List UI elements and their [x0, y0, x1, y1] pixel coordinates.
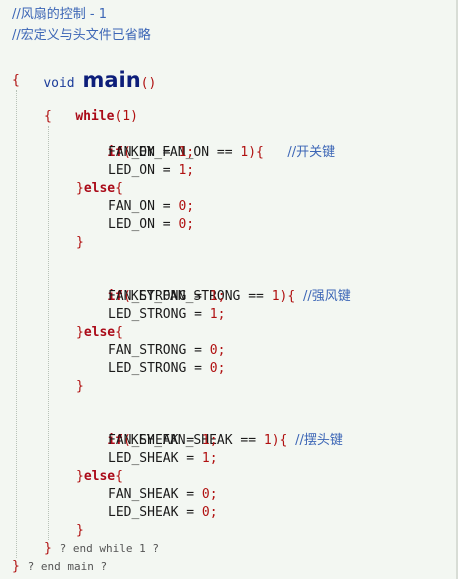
main-open-brace: {: [12, 73, 20, 88]
if-condition: KEY_FAN_ON ==: [130, 145, 241, 160]
void-keyword: void: [43, 76, 75, 91]
while-statement: while(1): [44, 90, 138, 124]
inline-comment: //开关键: [287, 145, 336, 160]
comment-line: //风扇的控制 - 1: [12, 7, 107, 22]
assignment-line: FAN_STRONG = 0;: [108, 343, 226, 358]
main-parens: (): [140, 76, 157, 91]
while-condition: 1: [122, 109, 131, 124]
if-statement: if(KEY_FAN_STRONG == 1){ //强风键: [107, 289, 351, 304]
assignment-line: LED_SHEAK = 0;: [108, 505, 218, 520]
if-close-paren: ): [248, 145, 257, 160]
if-keyword: if: [107, 433, 123, 448]
main-function-name: main: [82, 68, 141, 92]
inline-comment: //强风键: [303, 289, 351, 304]
else-keyword: else: [83, 325, 116, 340]
while-keyword: while: [75, 109, 115, 124]
else-line: }else{: [76, 325, 123, 340]
if-statement: if(KEY_FAN_SHEAK == 1){ //摆头键: [107, 433, 343, 448]
assignment-line: LED_ON = 1;: [108, 163, 195, 178]
end-main-comment: ? end main ?: [27, 560, 108, 573]
assignment-line: FAN_STRONG = 1;: [108, 289, 226, 304]
main-close-line: } ? end main ?: [12, 559, 108, 574]
else-keyword: else: [83, 469, 116, 484]
if-keyword: if: [107, 145, 123, 160]
indent-guide: [16, 90, 17, 558]
if-keyword: if: [107, 289, 123, 304]
assignment-line: FAN_ON = 1;: [108, 145, 195, 160]
inline-comment: //摆头键: [295, 433, 343, 448]
assignment-line: LED_STRONG = 1;: [108, 307, 226, 322]
while-close-line: } ? end while 1 ?: [44, 541, 159, 556]
block-close-brace: }: [76, 379, 84, 394]
assignment-line: FAN_ON = 0;: [108, 199, 195, 214]
if-statement: if(KEY_FAN_ON == 1){ //开关键: [76, 126, 335, 160]
assignment-line: FAN_SHEAK = 1;: [108, 433, 218, 448]
while-close-paren: ): [130, 109, 138, 124]
while-open-brace: {: [44, 109, 52, 124]
assignment-line: LED_SHEAK = 1;: [108, 451, 218, 466]
if-condition-number: 1: [240, 145, 249, 160]
else-line: }else{: [76, 181, 123, 196]
while-open-paren: (: [114, 109, 123, 124]
else-keyword: else: [83, 181, 116, 196]
assignment-line: LED_ON = 0;: [108, 217, 195, 232]
main-declaration: void main(): [12, 47, 156, 91]
if-open-brace: {: [256, 145, 264, 160]
else-line: }else{: [76, 469, 123, 484]
indent-guide: [48, 126, 49, 540]
assignment-line: FAN_SHEAK = 0;: [108, 487, 218, 502]
comment-line: //宏定义与头文件已省略: [12, 28, 151, 43]
block-close-brace: }: [76, 235, 84, 250]
block-close-brace: }: [76, 523, 84, 538]
end-while-comment: ? end while 1 ?: [59, 542, 159, 555]
if-open-paren: (: [122, 145, 131, 160]
assignment-line: LED_STRONG = 0;: [108, 361, 226, 376]
